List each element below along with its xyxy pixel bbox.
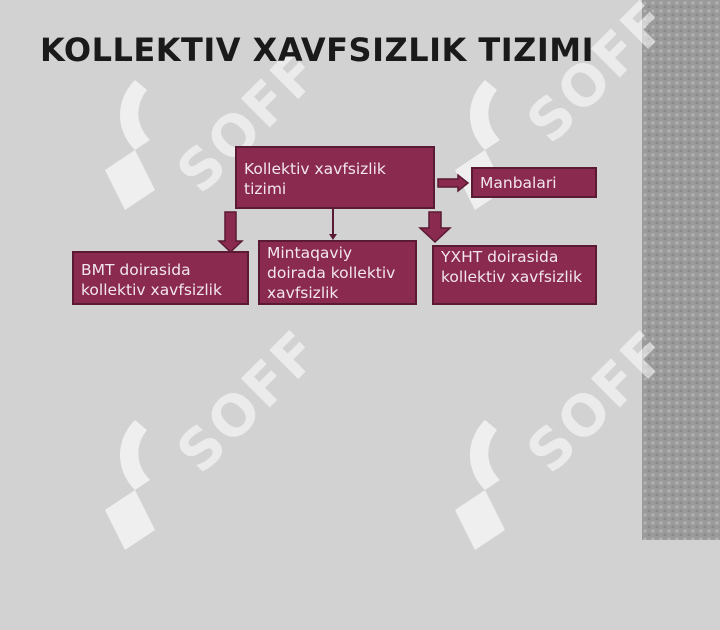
side-texture-strip <box>642 0 720 540</box>
node-regional: Mintaqaviy doirada kollektiv xavfsizlik <box>258 240 417 305</box>
node-bmt: BMT doirasida kollektiv xavfsizlik <box>72 251 249 305</box>
node-yxht: YXHT doirasida kollektiv xavfsizlik <box>432 245 597 305</box>
slide-title: KOLLEKTIV XAVFSIZLIK TIZIMI <box>40 31 595 69</box>
node-sources: Manbalari <box>471 167 597 198</box>
node-root: Kollektiv xavfsizlik tizimi <box>235 146 435 209</box>
